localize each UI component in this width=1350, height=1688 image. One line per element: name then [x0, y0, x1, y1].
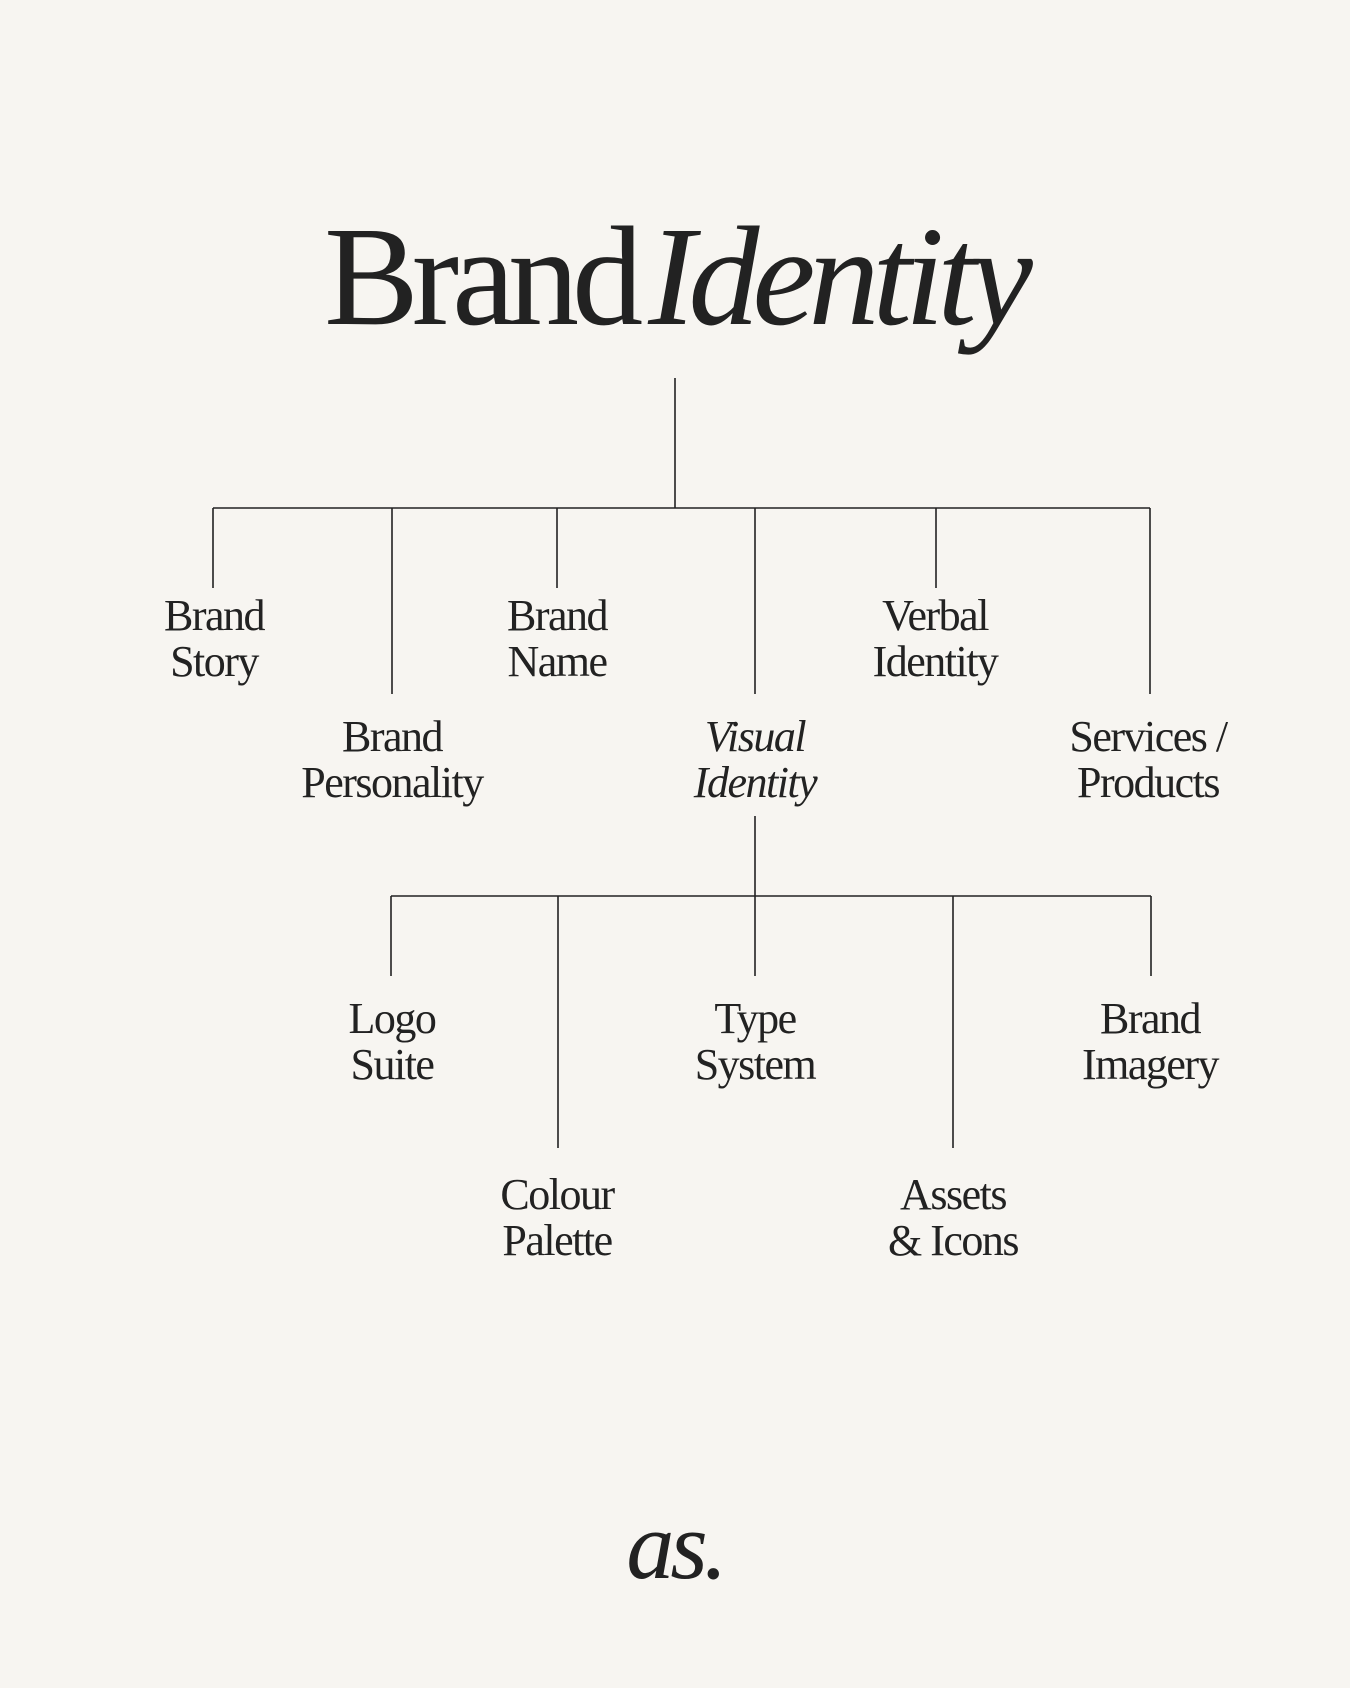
- node-brand-story: Brand Story: [64, 593, 364, 685]
- node-brand-story-line-1: Brand: [163, 591, 266, 640]
- node-verbal-identity-line-2: Identity: [872, 637, 999, 686]
- node-colour-palette-line-2: Palette: [502, 1216, 613, 1265]
- node-verbal-identity: Verbal Identity: [785, 593, 1085, 685]
- node-logo-suite-line-1: Logo: [348, 994, 437, 1043]
- node-brand-personality-line-1: Brand: [341, 712, 444, 761]
- node-visual-identity: Visual Identity: [605, 714, 905, 806]
- node-brand-story-line-2: Story: [170, 637, 259, 686]
- node-brand-imagery-line-2: Imagery: [1081, 1040, 1220, 1089]
- node-type-system-line-1: Type: [714, 994, 797, 1043]
- node-verbal-identity-line-1: Verbal: [882, 591, 989, 640]
- node-brand-personality: Brand Personality: [242, 714, 542, 806]
- node-logo-suite: Logo Suite: [242, 996, 542, 1088]
- node-services-products-line-1: Services /: [1069, 712, 1228, 761]
- node-visual-identity-line-1: Visual: [704, 712, 807, 761]
- node-brand-name-line-2: Name: [507, 637, 608, 686]
- node-colour-palette-line-1: Colour: [500, 1170, 615, 1219]
- node-brand-imagery-line-1: Brand: [1099, 994, 1202, 1043]
- node-type-system-line-2: System: [694, 1040, 817, 1089]
- title-word-identity: Identity: [648, 197, 1033, 355]
- diagram-title: BrandIdentity: [0, 205, 1350, 347]
- node-assets-icons: Assets & Icons: [803, 1172, 1103, 1264]
- node-brand-name-line-1: Brand: [506, 591, 609, 640]
- node-logo-suite-line-2: Suite: [350, 1040, 435, 1089]
- node-assets-icons-line-2: & Icons: [887, 1216, 1020, 1265]
- node-brand-name: Brand Name: [407, 593, 707, 685]
- title-word-brand: Brand: [324, 197, 643, 355]
- node-type-system: Type System: [605, 996, 905, 1088]
- node-visual-identity-line-2: Identity: [693, 758, 818, 807]
- node-brand-personality-line-2: Personality: [301, 758, 484, 807]
- node-colour-palette: Colour Palette: [407, 1172, 707, 1264]
- signature-logo: as.: [626, 1492, 727, 1599]
- node-brand-imagery: Brand Imagery: [1000, 996, 1300, 1088]
- node-services-products-line-2: Products: [1077, 758, 1221, 807]
- node-assets-icons-line-1: Assets: [900, 1170, 1007, 1219]
- node-services-products: Services / Products: [998, 714, 1298, 806]
